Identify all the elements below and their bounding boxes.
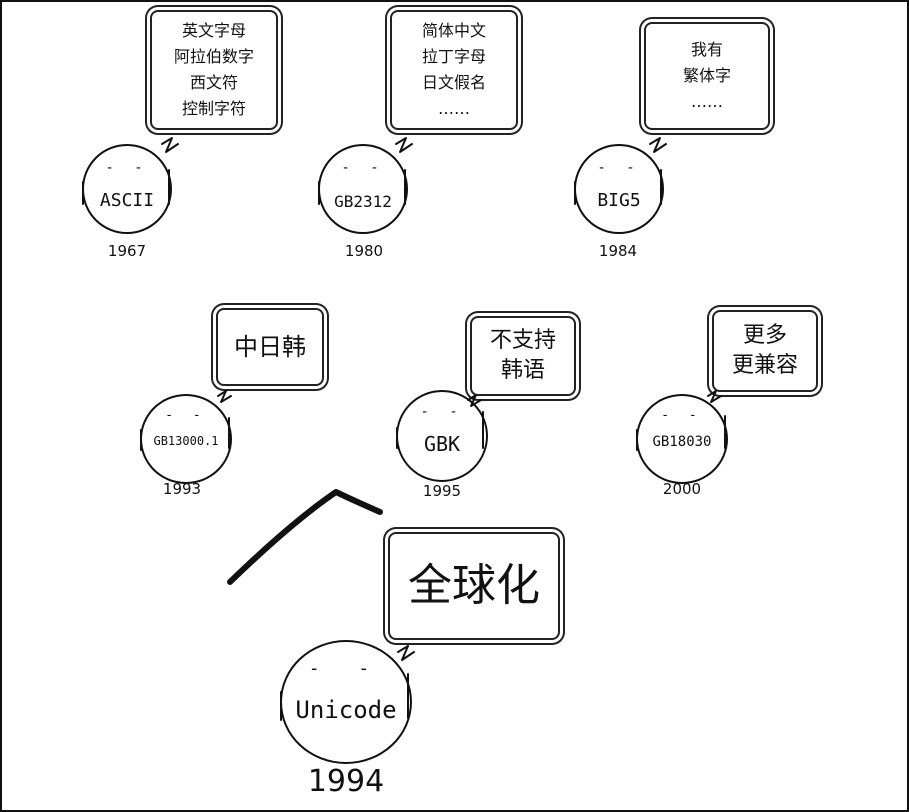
bubble-line: 英文字母: [181, 21, 246, 40]
encoding-year: 1967: [107, 242, 147, 260]
bubble-line: 日文假名: [421, 73, 486, 92]
face-eyes: - -: [341, 160, 385, 176]
bubble-line: 全球化: [408, 560, 540, 611]
gb2312-ear-mark: [318, 169, 406, 205]
bubble-line: 不支持: [489, 328, 556, 353]
face-eyes: - -: [308, 658, 384, 679]
bubble-line: 拉丁字母: [421, 47, 486, 66]
gbk-ear-mark: [396, 411, 484, 449]
big5-ear-mark: [574, 169, 662, 205]
gb13000-speech-bubble: 中日韩: [216, 308, 324, 386]
bubble-line: 阿拉伯数字: [173, 47, 254, 66]
gb18030-face: - - GB18030: [636, 394, 728, 484]
gb18030-ear-mark: [636, 415, 726, 451]
big5-speech-tail: [649, 137, 667, 153]
unicode-speech-tail: [397, 645, 415, 661]
encoding-name: GB2312: [334, 192, 392, 211]
big5-face: - - BIG5: [574, 144, 664, 234]
bubble-line: 中日韩: [234, 333, 306, 361]
bubble-line: 我有: [690, 40, 723, 59]
bubble-line: 西文符: [189, 73, 238, 92]
encoding-name: GB13000.1: [153, 434, 219, 448]
bubble-line: ……: [438, 99, 470, 118]
encoding-year: 1980: [344, 242, 384, 260]
gbk-speech-tail: [467, 394, 482, 407]
face-eyes: - -: [597, 160, 641, 176]
encoding-name: ASCII: [99, 190, 155, 211]
gb18030-speech-bubble: 更多 更兼容: [712, 310, 818, 392]
gb2312-face: - - GB2312: [318, 144, 408, 234]
gb2312-speech-bubble: 简体中文 拉丁字母 日文假名 ……: [390, 10, 518, 130]
bubble-line: 更兼容: [731, 353, 798, 378]
ascii-ear-mark: [82, 169, 170, 205]
gbk-face: - - GBK: [396, 390, 488, 482]
encoding-year: 1995: [422, 482, 462, 500]
encoding-name: BIG5: [597, 190, 641, 211]
big5-speech-bubble: 我有 繁体字 ……: [644, 22, 770, 130]
gb13000-speech-tail: [217, 390, 232, 403]
face-eyes: - -: [661, 408, 703, 423]
face-eyes: - -: [420, 404, 464, 420]
bubble-line: 繁体字: [682, 66, 731, 85]
ascii-speech-tail: [161, 137, 179, 153]
unicode-ear-mark: [280, 673, 409, 721]
encoding-year: 1984: [598, 242, 638, 260]
encoding-name: GBK: [423, 432, 461, 456]
encoding-year: 1993: [162, 480, 202, 498]
bubble-line: 简体中文: [421, 21, 486, 40]
encoding-name: Unicode: [295, 696, 397, 724]
gb2312-speech-tail: [395, 137, 413, 153]
encoding-year: 2000: [662, 480, 702, 498]
bubble-line: ……: [691, 92, 723, 111]
bubble-line: 控制字符: [181, 99, 246, 118]
unicode-face: - - Unicode: [280, 640, 412, 764]
face-eyes: - -: [105, 160, 149, 176]
face-eyes: - -: [165, 408, 207, 423]
gbk-speech-bubble: 不支持 韩语: [470, 316, 576, 396]
ascii-face: - - ASCII: [82, 144, 172, 234]
gb13000-face: - - GB13000.1: [140, 394, 232, 484]
ascii-speech-bubble: 英文字母 阿拉伯数字 西文符 控制字符: [150, 10, 278, 130]
gb13000-ear-mark: [140, 417, 230, 451]
unicode-speech-bubble: 全球化: [388, 532, 560, 640]
encoding-year: 1994: [307, 764, 385, 799]
gb18030-speech-tail: [707, 390, 722, 403]
bubble-line: 韩语: [500, 358, 545, 383]
encoding-name: GB18030: [652, 434, 712, 450]
timeline-arrow: [227, 489, 383, 585]
bubble-line: 更多: [742, 323, 787, 348]
